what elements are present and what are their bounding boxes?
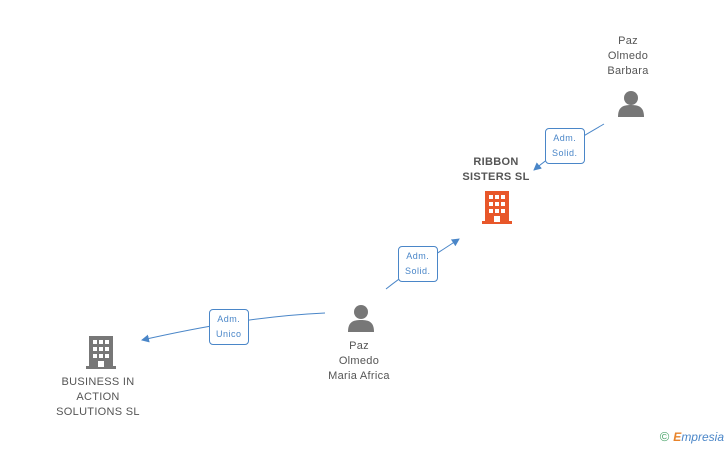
node-label-ribbon[interactable]: RIBBON SISTERS SL <box>446 155 546 185</box>
edge-label-line: Solid. <box>405 266 431 276</box>
brand-logo-text: mpresia <box>681 430 724 444</box>
edge-label-line: Adm. <box>406 251 430 261</box>
edge-label-maria-business[interactable]: Adm. Unico <box>209 309 249 345</box>
node-label-line: ACTION <box>76 391 120 403</box>
brand-watermark: ©Empresia <box>660 429 724 444</box>
node-label-line: Paz <box>618 35 638 47</box>
node-label-barbara[interactable]: Paz Olmedo Barbara <box>588 34 668 79</box>
copyright-icon: © <box>659 429 670 444</box>
node-label-line: RIBBON <box>473 156 519 168</box>
brand-logo-e: E <box>673 430 682 444</box>
edge-label-line: Unico <box>216 329 242 339</box>
edge-label-line: Adm. <box>217 314 241 324</box>
node-label-line: Barbara <box>607 65 649 77</box>
edge-label-line: Solid. <box>552 148 578 158</box>
node-label-line: SOLUTIONS SL <box>56 406 140 418</box>
node-label-line: Olmedo <box>338 355 380 367</box>
building-icon[interactable] <box>86 336 116 369</box>
edge-label-line: Adm. <box>553 133 577 143</box>
node-label-line: BUSINESS IN <box>61 376 135 388</box>
node-label-business[interactable]: BUSINESS IN ACTION SOLUTIONS SL <box>48 375 148 420</box>
edge-label-barbara-ribbon[interactable]: Adm. Solid. <box>545 128 585 164</box>
person-icon[interactable] <box>348 305 374 332</box>
node-label-line: Maria Africa <box>328 370 390 382</box>
building-icon[interactable] <box>482 191 512 224</box>
node-label-line: Olmedo <box>607 50 649 62</box>
node-label-line: SISTERS SL <box>462 171 530 183</box>
node-label-maria[interactable]: Paz Olmedo Maria Africa <box>314 339 404 384</box>
node-label-line: Paz <box>349 340 369 352</box>
person-icon[interactable] <box>618 91 644 117</box>
edge-label-maria-ribbon[interactable]: Adm. Solid. <box>398 246 438 282</box>
